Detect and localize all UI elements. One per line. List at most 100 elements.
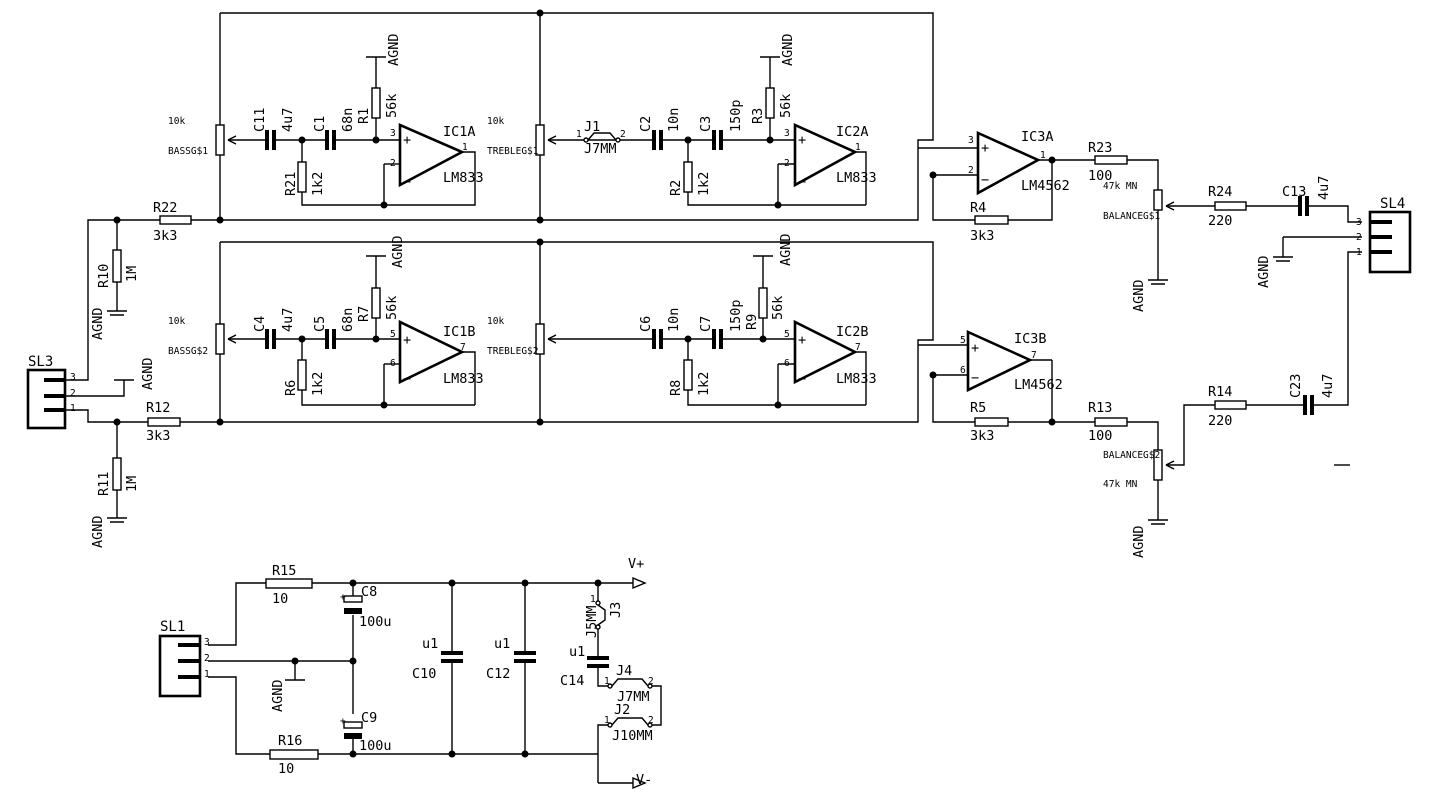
power-arrows bbox=[632, 576, 647, 790]
svg-text:J1: J1 bbox=[584, 119, 600, 135]
svg-text:SL3: SL3 bbox=[28, 354, 53, 370]
svg-text:1: 1 bbox=[855, 142, 861, 153]
svg-text:47k MN: 47k MN bbox=[1103, 479, 1138, 490]
svg-text:R10: R10 bbox=[96, 264, 112, 288]
ground-symbols bbox=[107, 256, 1293, 525]
svg-text:TREBLEG$2: TREBLEG$2 bbox=[487, 346, 538, 357]
svg-text:1k2: 1k2 bbox=[696, 172, 712, 196]
svg-text:J7MM: J7MM bbox=[617, 689, 650, 705]
svg-text:R9: R9 bbox=[744, 314, 760, 330]
svg-text:AGND: AGND bbox=[90, 307, 106, 340]
svg-text:IC1A: IC1A bbox=[443, 124, 476, 140]
svg-text:R22: R22 bbox=[153, 200, 177, 216]
svg-text:−: − bbox=[798, 174, 806, 190]
svg-text:J10MM: J10MM bbox=[612, 728, 653, 744]
svg-text:J7MM: J7MM bbox=[584, 141, 617, 157]
svg-text:+: + bbox=[403, 332, 411, 348]
bass-pot-1: 10k BASSG$1 bbox=[168, 116, 237, 157]
svg-text:6: 6 bbox=[784, 358, 790, 369]
svg-text:1: 1 bbox=[604, 715, 610, 726]
svg-text:4u7: 4u7 bbox=[1316, 176, 1332, 200]
svg-text:4u7: 4u7 bbox=[280, 108, 296, 132]
svg-text:C12: C12 bbox=[486, 666, 510, 682]
svg-text:BALANCEG$2: BALANCEG$2 bbox=[1103, 450, 1160, 461]
svg-text:C14: C14 bbox=[560, 673, 584, 689]
svg-text:IC2B: IC2B bbox=[836, 324, 869, 340]
svg-text:5: 5 bbox=[390, 329, 396, 340]
svg-text:−: − bbox=[403, 371, 411, 387]
svg-text:1: 1 bbox=[590, 594, 596, 605]
svg-text:3k3: 3k3 bbox=[970, 228, 994, 244]
svg-text:2: 2 bbox=[620, 129, 626, 140]
svg-text:BASSG$1: BASSG$1 bbox=[168, 146, 208, 157]
svg-text:220: 220 bbox=[1208, 213, 1232, 229]
svg-text:R2: R2 bbox=[668, 180, 684, 196]
capacitors: + + bbox=[265, 130, 1314, 739]
svg-text:R21: R21 bbox=[283, 172, 299, 196]
svg-text:3: 3 bbox=[1356, 217, 1362, 228]
component-labels: C11 4u7 C1 68n R1 56k R21 1k2 AGND IC1A … bbox=[70, 33, 1362, 788]
svg-text:IC2A: IC2A bbox=[836, 124, 869, 140]
svg-text:3: 3 bbox=[70, 372, 76, 383]
svg-text:1: 1 bbox=[1356, 247, 1362, 258]
svg-text:47k MN: 47k MN bbox=[1103, 181, 1138, 192]
svg-text:−: − bbox=[971, 370, 979, 386]
svg-text:TREBLEG$1: TREBLEG$1 bbox=[487, 146, 539, 157]
svg-text:AGND: AGND bbox=[1131, 279, 1147, 312]
svg-text:10: 10 bbox=[278, 761, 294, 777]
svg-text:+: + bbox=[403, 132, 411, 148]
svg-text:2: 2 bbox=[390, 158, 396, 169]
svg-text:C4: C4 bbox=[252, 316, 268, 332]
svg-text:10k: 10k bbox=[487, 116, 504, 127]
svg-text:AGND: AGND bbox=[90, 515, 106, 548]
svg-text:J2: J2 bbox=[614, 702, 630, 718]
svg-text:u1: u1 bbox=[494, 636, 510, 652]
svg-text:+: + bbox=[340, 592, 346, 603]
svg-text:+: + bbox=[981, 140, 989, 156]
svg-text:u1: u1 bbox=[422, 636, 438, 652]
svg-text:u1: u1 bbox=[569, 644, 585, 660]
svg-text:V+: V+ bbox=[628, 556, 644, 572]
svg-text:56k: 56k bbox=[778, 94, 794, 118]
svg-text:3: 3 bbox=[204, 637, 210, 648]
svg-text:R16: R16 bbox=[278, 733, 302, 749]
svg-text:1: 1 bbox=[204, 669, 210, 680]
svg-text:1M: 1M bbox=[124, 266, 140, 282]
svg-text:R8: R8 bbox=[668, 380, 684, 396]
svg-text:BALANCEG$1: BALANCEG$1 bbox=[1103, 211, 1160, 222]
connector-sl1: SL1 bbox=[158, 619, 202, 698]
svg-text:−: − bbox=[981, 172, 989, 188]
svg-text:1k2: 1k2 bbox=[310, 172, 326, 196]
svg-text:IC1B: IC1B bbox=[443, 324, 476, 340]
svg-text:C5: C5 bbox=[312, 316, 328, 332]
svg-text:1: 1 bbox=[604, 676, 610, 687]
svg-text:LM4562: LM4562 bbox=[1014, 377, 1063, 393]
svg-text:6: 6 bbox=[960, 365, 966, 376]
svg-text:C3: C3 bbox=[698, 116, 714, 132]
junction-dots bbox=[113, 9, 1056, 758]
svg-text:R24: R24 bbox=[1208, 184, 1232, 200]
svg-text:LM833: LM833 bbox=[836, 170, 877, 186]
svg-text:AGND: AGND bbox=[390, 235, 406, 268]
svg-text:100: 100 bbox=[1088, 168, 1112, 184]
svg-text:10k: 10k bbox=[168, 116, 185, 127]
svg-text:C11: C11 bbox=[252, 108, 268, 132]
svg-text:10n: 10n bbox=[666, 108, 682, 132]
svg-text:C23: C23 bbox=[1288, 374, 1304, 398]
svg-text:R11: R11 bbox=[96, 472, 112, 496]
svg-text:AGND: AGND bbox=[1256, 255, 1272, 288]
svg-text:2: 2 bbox=[648, 676, 654, 687]
svg-text:J3: J3 bbox=[608, 602, 624, 618]
jumpers bbox=[583, 132, 653, 728]
svg-text:1k2: 1k2 bbox=[310, 372, 326, 396]
svg-text:3k3: 3k3 bbox=[153, 228, 177, 244]
svg-text:2: 2 bbox=[1356, 232, 1362, 243]
svg-text:2: 2 bbox=[204, 653, 210, 664]
connector-sl3: SL3 bbox=[26, 354, 67, 430]
svg-text:1k2: 1k2 bbox=[696, 372, 712, 396]
svg-text:C1: C1 bbox=[312, 116, 328, 132]
svg-text:2: 2 bbox=[784, 158, 790, 169]
svg-text:LM833: LM833 bbox=[443, 170, 484, 186]
svg-text:7: 7 bbox=[1031, 350, 1037, 361]
